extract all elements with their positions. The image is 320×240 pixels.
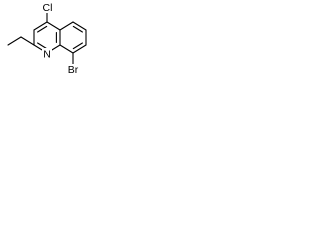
bond-c7-c8 xyxy=(72,44,87,54)
pyridine-ring xyxy=(33,21,61,54)
bond-c5-c6 xyxy=(72,21,87,31)
chemical-structure: Cl N Br xyxy=(7,2,87,76)
bond-c4-c4a xyxy=(46,21,61,31)
benzene-ring xyxy=(59,21,87,54)
atom-bromine: Br xyxy=(65,64,81,76)
atom-chlorine: Cl xyxy=(40,2,55,14)
bond-c3-c4-double xyxy=(37,25,48,33)
bond-ethyl-ch2-ch3 xyxy=(7,36,22,46)
substituents xyxy=(7,12,74,65)
bond-c2-ethyl-ch2 xyxy=(20,36,35,46)
bond-c4a-c5 xyxy=(59,21,74,31)
chlorine-label: Cl xyxy=(43,2,53,14)
bond-c8-c8a xyxy=(59,44,74,54)
bond-n1-c2-double xyxy=(37,42,48,50)
bond-c5-c6-double xyxy=(72,25,83,33)
bromine-label: Br xyxy=(68,64,79,76)
nitrogen-label: N xyxy=(43,49,51,61)
bond-c7-c8-double xyxy=(72,42,83,50)
bond-c3-c4 xyxy=(33,21,48,31)
atom-nitrogen: N xyxy=(42,48,52,61)
